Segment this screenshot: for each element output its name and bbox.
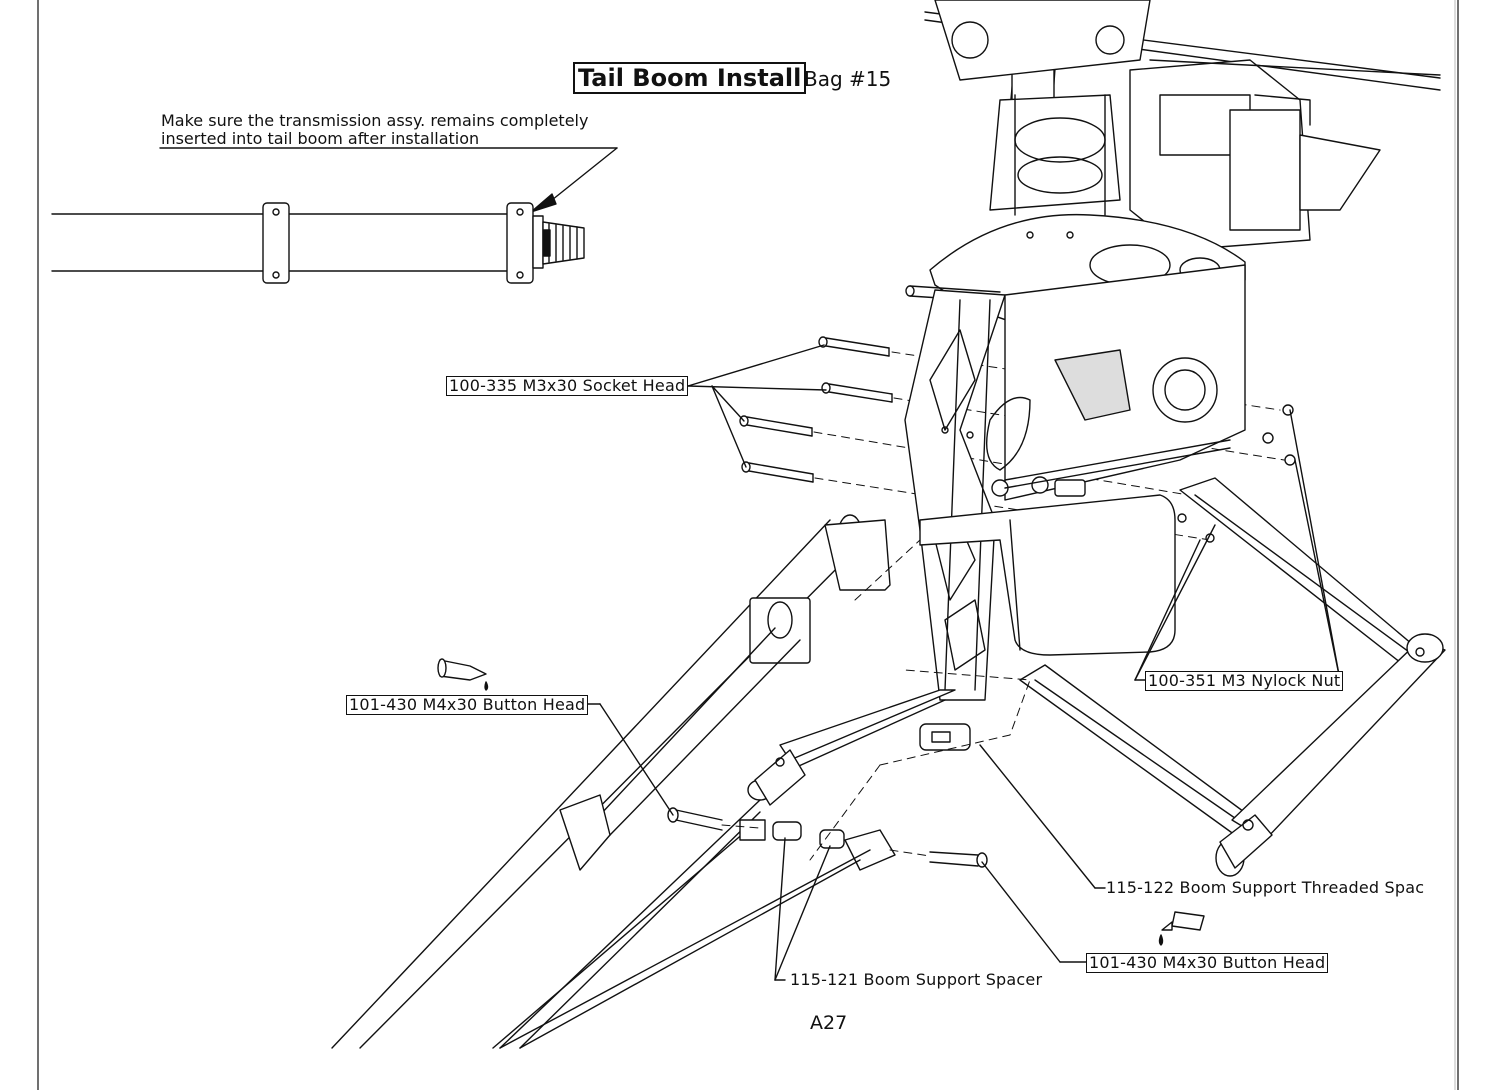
inset-tail-boom-detail — [51, 202, 585, 284]
tail-boom — [331, 514, 891, 1049]
main-mechanics — [904, 0, 1441, 701]
callout-nylock-nut: 100-351 M3 Nylock Nut — [1145, 671, 1344, 691]
note-leader — [159, 147, 618, 213]
note-line-2: inserted into tail boom after installati… — [161, 129, 480, 148]
spacers-hardware — [667, 539, 1031, 868]
callout-boom-spacer: 115-121 Boom Support Spacer — [790, 970, 1043, 989]
callout-button-head-left: 101-430 M4x30 Button Head — [346, 695, 589, 715]
callout-leaders — [587, 409, 1341, 981]
landing-gear — [1019, 477, 1446, 877]
page-number: A27 — [810, 1012, 848, 1034]
socket-head-leaders — [687, 344, 827, 468]
page-frame — [37, 0, 1459, 1090]
page-title: Tail Boom Install — [573, 62, 807, 94]
callout-button-head-right: 101-430 M4x30 Button Head — [1086, 953, 1329, 973]
boom-support-struts — [492, 689, 956, 1049]
assembly-note: Make sure the transmission assy. remains… — [161, 112, 588, 148]
callout-socket-head: 100-335 M3x30 Socket Head — [446, 376, 689, 396]
note-line-1: Make sure the transmission assy. remains… — [161, 111, 589, 130]
threadlocker-icon-left — [437, 658, 489, 691]
bag-number: Bag #15 — [804, 67, 892, 91]
threadlocker-icon-right — [1158, 911, 1205, 946]
callout-threaded-spacer: 115-122 Boom Support Threaded Spac — [1106, 879, 1425, 897]
